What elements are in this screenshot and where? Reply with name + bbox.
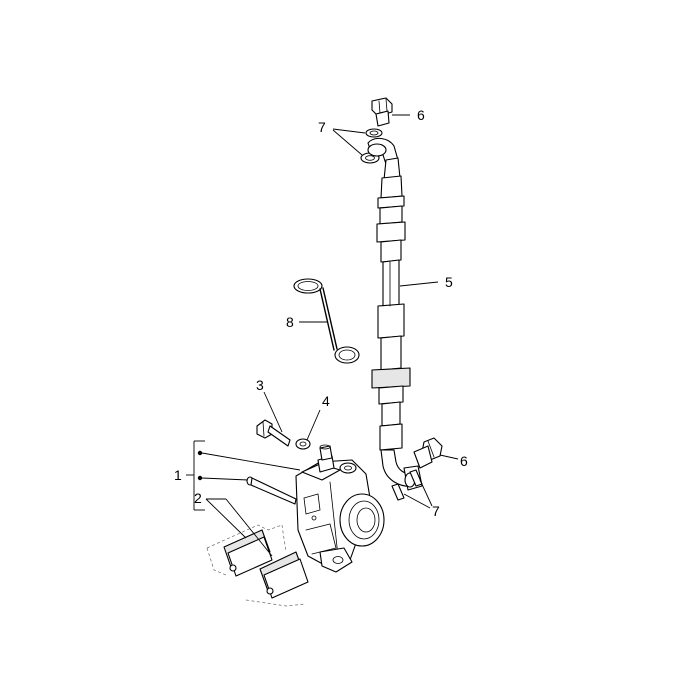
washer-bottom-left[interactable]: [391, 483, 405, 501]
leader-4: [306, 409, 321, 441]
leader-7-bottom-b: [419, 479, 433, 507]
callout-7-bottom: 7: [432, 503, 440, 519]
leader-5: [399, 281, 439, 287]
leader-7-top-b: [332, 129, 363, 156]
brake-pad-rear[interactable]: [223, 529, 273, 577]
brake-hose[interactable]: [367, 137, 423, 491]
caliper-bolt[interactable]: [256, 419, 291, 447]
washer-4[interactable]: [295, 438, 311, 450]
callout-5: 5: [445, 274, 453, 290]
callout-4: 4: [322, 393, 330, 409]
callout-6-bottom: 6: [460, 453, 468, 469]
callout-1: 1: [174, 467, 182, 483]
group-bracket-1: [186, 440, 301, 511]
dashed-assembly-outline: [206, 524, 306, 607]
callout-8: 8: [286, 314, 294, 330]
callout-6-top: 6: [417, 107, 425, 123]
banjo-bolt-top[interactable]: [371, 97, 393, 127]
callout-7-top: 7: [318, 119, 326, 135]
brake-pad-front[interactable]: [259, 551, 309, 599]
leader-6-bottom: [439, 454, 459, 460]
pad-retaining-clip[interactable]: [293, 278, 360, 364]
pad-pin[interactable]: [246, 476, 297, 505]
banjo-bolt-bottom[interactable]: [413, 437, 443, 469]
leader-7-top-a: [332, 128, 366, 134]
callout-2: 2: [194, 490, 202, 506]
leader-2-a: [205, 498, 247, 539]
leader-2-c: [225, 498, 273, 557]
brake-caliper-body[interactable]: [295, 444, 385, 573]
washer-top-upper[interactable]: [365, 128, 383, 138]
callout-3: 3: [256, 377, 264, 393]
leader-3: [263, 391, 283, 433]
leader-7-bottom-a: [403, 493, 431, 509]
